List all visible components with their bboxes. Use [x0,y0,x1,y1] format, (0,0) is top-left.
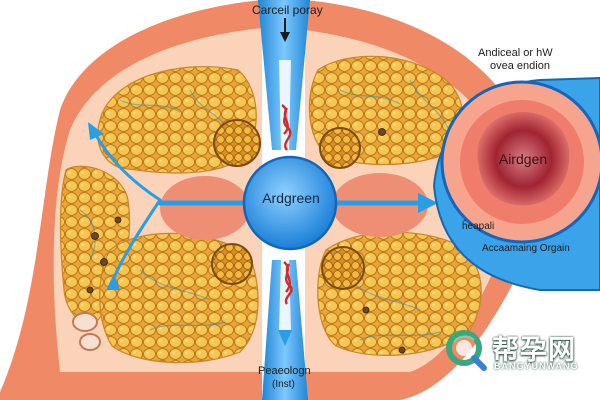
right-cell-nuclei [362,128,406,354]
label-center-node: Ardgreen [262,190,320,206]
red-vessel-lower [283,261,293,305]
left-arrowheads [88,122,120,290]
logo-icon [446,330,487,371]
bottom-arrow-icon [278,330,292,346]
left-arrows [92,130,253,284]
central-node [242,155,338,251]
left-follicle-lower [211,243,253,285]
label-side-line2: ovea endion [490,60,550,72]
label-mid-line2: Accaamaing Orgain [482,243,570,254]
label-inset: Airdgen [498,151,548,167]
logo-name: 帮孕网 [492,335,576,365]
logo-tagline: BANGYUNWANG [494,361,579,371]
right-follicle-upper [319,127,361,169]
right-arrow [330,193,438,213]
inset-magnification [432,76,600,291]
top-arrow-icon [280,32,290,42]
left-lobe [0,0,263,400]
label-top: Carceil poray [252,3,323,17]
left-follicle-upper [213,119,261,167]
inset-lumen [477,111,570,206]
label-side-line1: Andiceal or hW [478,47,553,59]
left-center-fold [160,176,250,240]
left-follicles [72,312,101,351]
watermark-logo: 帮孕网 BANGYUNWANG [442,326,592,374]
central-channel [242,0,338,400]
label-bottom-line2: (Inst) [272,379,295,390]
red-vessel-upper [281,104,292,151]
channel-arrows [278,18,292,346]
label-mid-line1: ĥeapali [462,221,495,232]
right-follicle-lower [321,246,365,290]
label-bottom-line1: Peaeologn [258,365,311,377]
